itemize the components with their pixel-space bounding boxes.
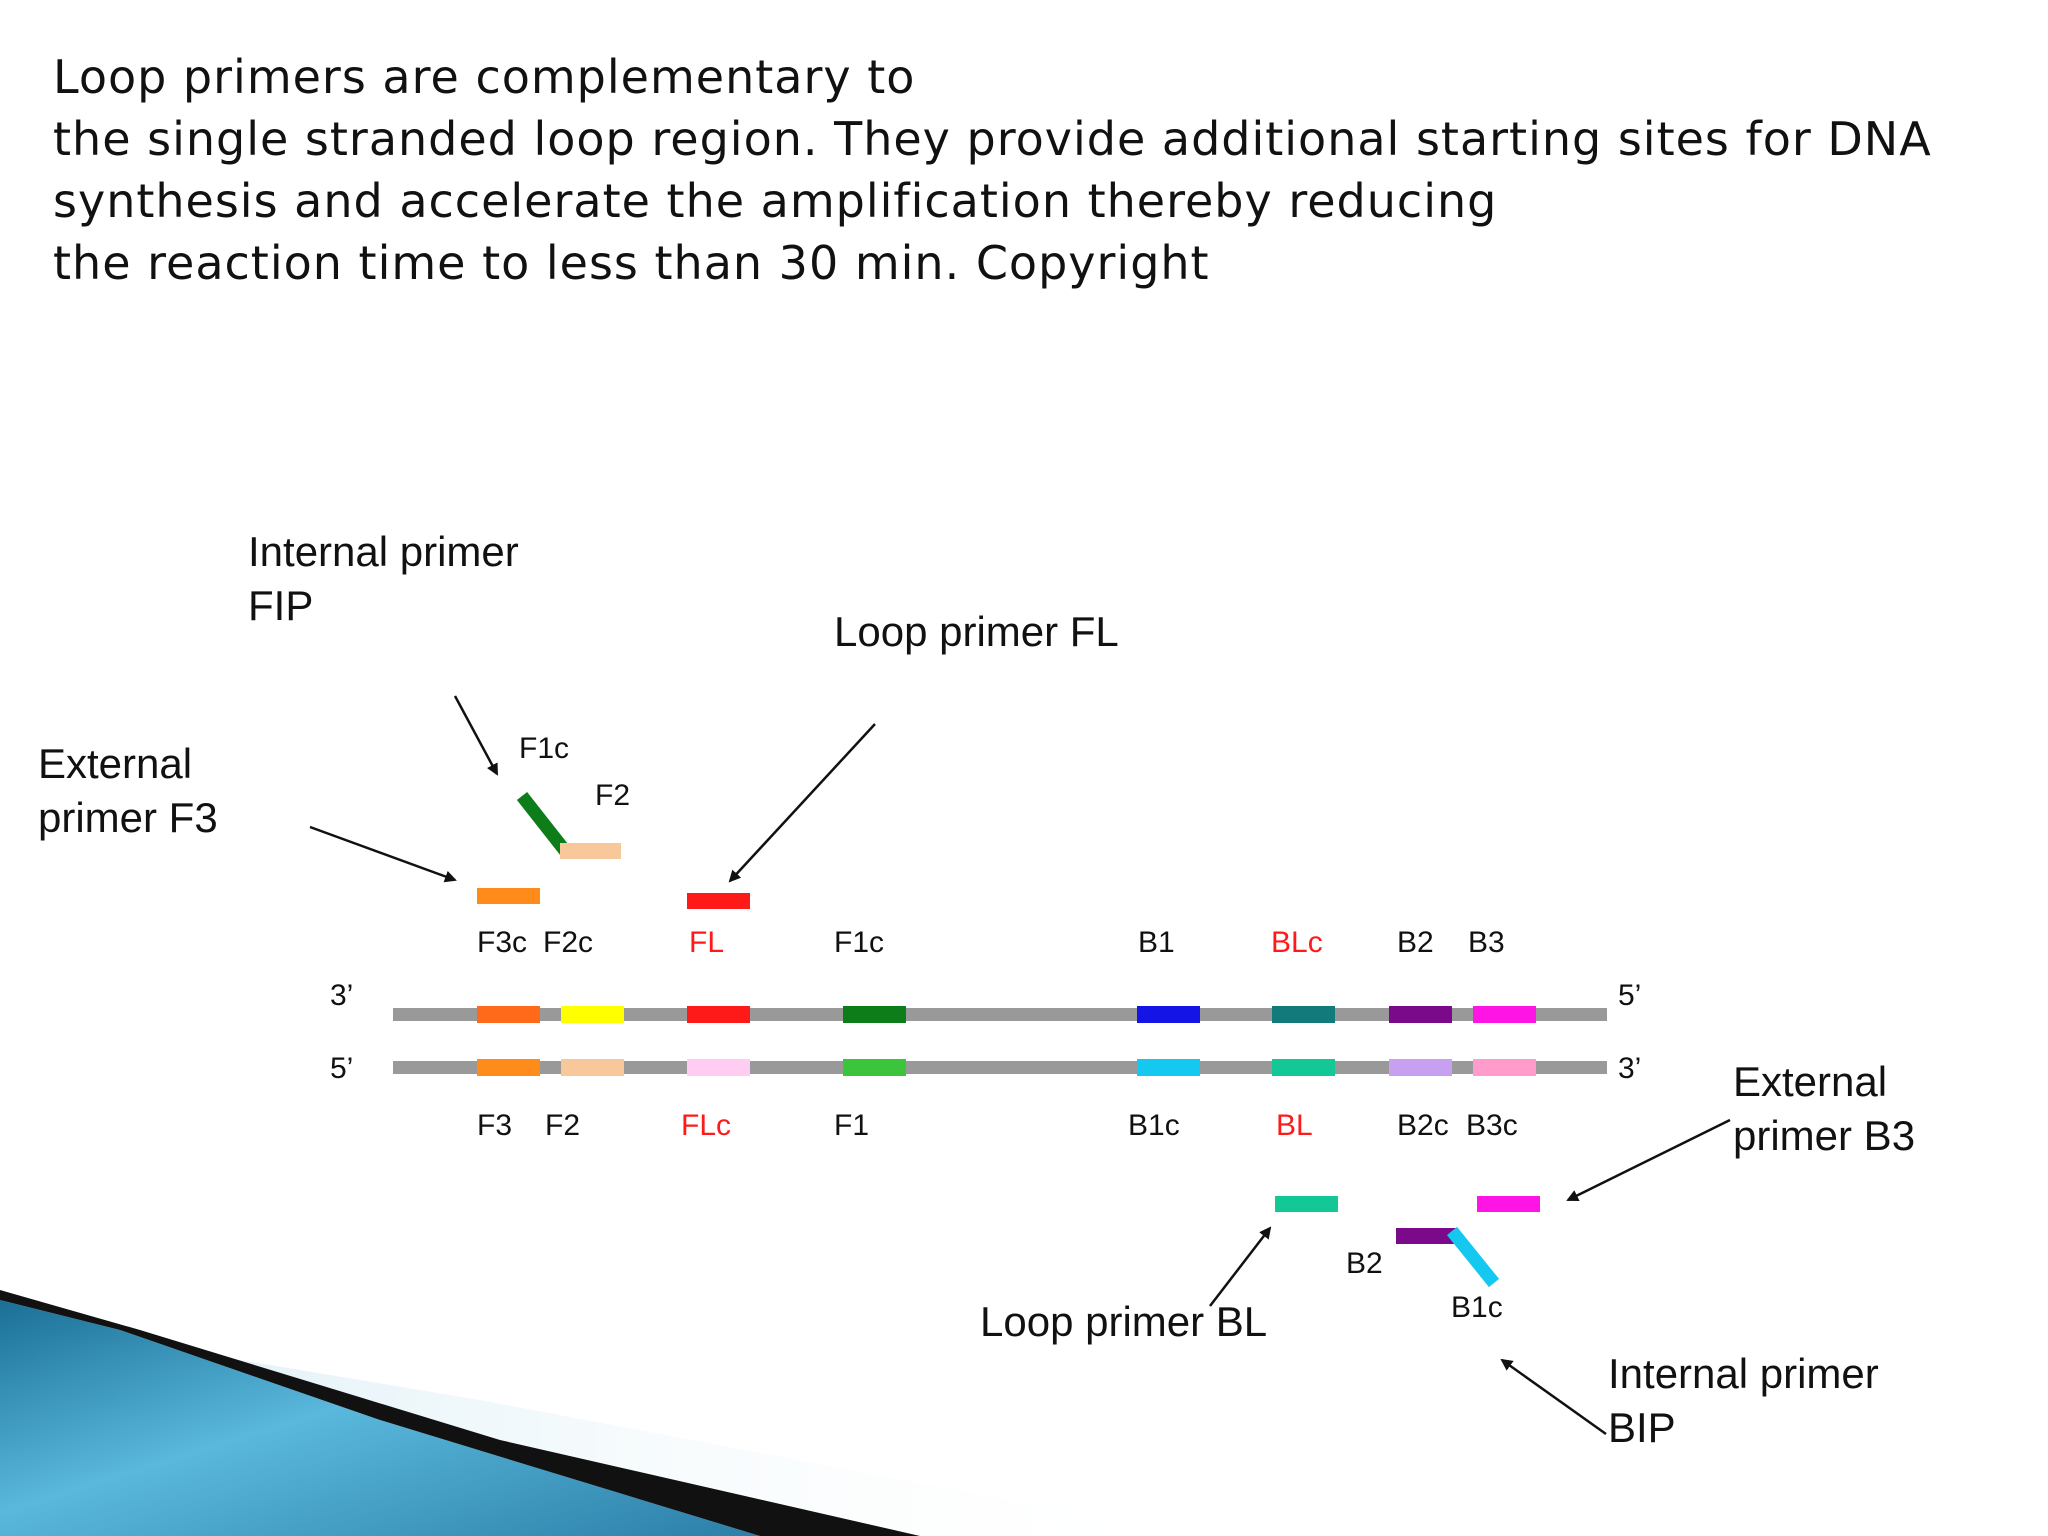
region-f1 [843, 1059, 906, 1076]
region-f2c [561, 1006, 624, 1023]
region-fl [687, 1006, 750, 1023]
bottom-label-b3c: B3c [1466, 1109, 1518, 1142]
top-label-blc: BLc [1271, 926, 1323, 959]
loop-primer-bl [1275, 1196, 1338, 1212]
caption-external-primer-f3-line1: External [38, 740, 192, 787]
bottom-label-b1c: B1c [1128, 1109, 1180, 1142]
arrow-to-fl [728, 723, 876, 883]
bip-label-b1c: B1c [1451, 1291, 1503, 1324]
bottom-label-b2c: B2c [1397, 1109, 1449, 1142]
region-b3 [1473, 1006, 1536, 1023]
bottom-strand-right-end: 3’ [1618, 1052, 1641, 1085]
paragraph-line: synthesis and accelerate the amplificati… [53, 174, 1498, 228]
description-paragraph: Loop primers are complementary to the si… [53, 46, 2033, 294]
region-blc [1272, 1006, 1335, 1023]
bottom-strand-left-end: 5’ [330, 1052, 353, 1085]
region-b2 [1389, 1006, 1452, 1023]
top-label-f2c: F2c [543, 926, 593, 959]
region-b1 [1137, 1006, 1200, 1023]
region-f3 [477, 1059, 540, 1076]
primer-b3 [1477, 1196, 1540, 1212]
caption-external-primer-b3-line2: primer B3 [1733, 1112, 1915, 1159]
arrow-to-bip [1500, 1358, 1607, 1436]
caption-external-primer-f3-line2: primer F3 [38, 794, 218, 841]
caption-loop-primer-bl: Loop primer BL [980, 1298, 1267, 1345]
top-label-fl: FL [689, 926, 724, 959]
arrow-to-f3 [309, 825, 457, 883]
fip-f1c-segment [516, 791, 572, 857]
caption-loop-primer-fl: Loop primer FL [834, 608, 1119, 655]
bip-b1c-segment [1446, 1226, 1500, 1288]
fip-f2-segment [560, 843, 621, 859]
arrow-to-fip [453, 695, 499, 776]
top-strand-right-end: 5’ [1618, 979, 1641, 1012]
top-label-f1c: F1c [834, 926, 884, 959]
bip-b2-segment [1396, 1228, 1456, 1244]
region-b1c [1137, 1059, 1200, 1076]
caption-internal-primer-bip-line2: BIP [1608, 1404, 1676, 1451]
region-f2 [561, 1059, 624, 1076]
bottom-label-bl: BL [1276, 1109, 1313, 1142]
top-label-f3c: F3c [477, 926, 527, 959]
region-b2c [1389, 1059, 1452, 1076]
arrow-to-bl [1209, 1226, 1272, 1307]
caption-internal-primer-fip-line1: Internal primer [248, 528, 519, 575]
primer-f3 [477, 888, 540, 904]
caption-internal-primer-bip-line1: Internal primer [1608, 1350, 1879, 1397]
region-f1c [843, 1006, 906, 1023]
region-f3c [477, 1006, 540, 1023]
loop-primer-fl [687, 893, 750, 909]
paragraph-line: the single stranded loop region. They pr… [53, 112, 1932, 166]
bottom-label-flc: FLc [681, 1109, 731, 1142]
fip-label-f1c: F1c [519, 732, 569, 765]
top-strand-left-end: 3’ [330, 979, 353, 1012]
top-label-b3: B3 [1468, 926, 1505, 959]
region-bl [1272, 1059, 1335, 1076]
bottom-label-f1: F1 [834, 1109, 869, 1142]
caption-internal-primer-fip-line2: FIP [248, 582, 313, 629]
top-label-b1: B1 [1138, 926, 1175, 959]
bottom-label-f2: F2 [545, 1109, 580, 1142]
top-label-b2: B2 [1397, 926, 1434, 959]
region-b3c [1473, 1059, 1536, 1076]
paragraph-line: the reaction time to less than 30 min. C… [53, 236, 1210, 290]
swoosh-blue-band [0, 1300, 760, 1536]
paragraph-line: Loop primers are complementary to [53, 50, 916, 104]
bip-label-b2: B2 [1346, 1247, 1383, 1280]
caption-external-primer-b3-line1: External [1733, 1058, 1887, 1105]
fip-label-f2: F2 [595, 779, 630, 812]
bottom-label-f3: F3 [477, 1109, 512, 1142]
region-flc [687, 1059, 750, 1076]
arrow-to-b3 [1566, 1118, 1731, 1202]
